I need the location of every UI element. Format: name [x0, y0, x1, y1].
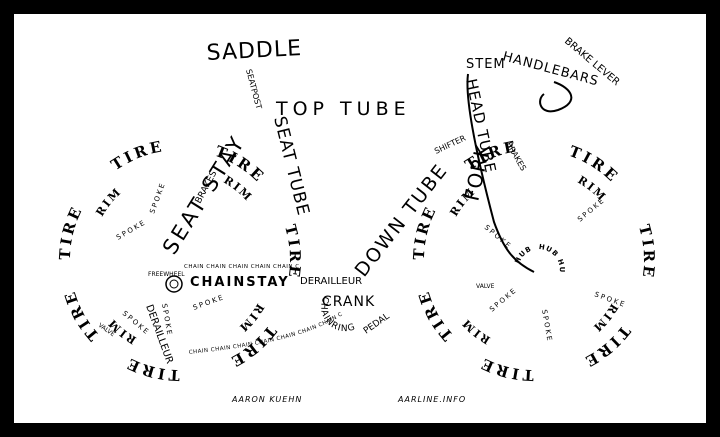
- rear-spoke-label-2: SPOKE: [148, 181, 167, 215]
- rear-tire-text-2: TIRE: [108, 137, 166, 174]
- rear-tire-text-4: TIRE: [281, 223, 304, 281]
- pedal-label: PEDAL: [362, 312, 392, 337]
- crank-label: CRANK: [322, 294, 375, 310]
- chain-link-8: CHAIN: [189, 348, 209, 356]
- rear-tire-ring: TIRE: [56, 202, 84, 260]
- chainstay-label: CHAINSTAY: [190, 275, 290, 290]
- rear-tire-ring-7: TIRE: [60, 287, 99, 344]
- front-tire-ring-3: TIRE: [567, 142, 620, 186]
- front-rim-text-4: RIM: [459, 316, 493, 347]
- stem-label: STEM: [466, 57, 506, 72]
- cog-inner-icon: [169, 279, 179, 289]
- chain-link-7: CHAIN: [14, 14, 16, 16]
- seat-tube-label: SEAT TUBE: [269, 114, 313, 218]
- rear-spoke-label: SPOKE: [115, 218, 148, 242]
- front-tire-ring-6: TIRE: [476, 354, 531, 385]
- front-spoke-label-5: SPOKE: [540, 309, 554, 343]
- seatpost-label: SEATPOST: [244, 68, 263, 110]
- rear-rim-ring: RIM: [93, 185, 122, 219]
- chain-link-3: CHAIN: [229, 264, 249, 270]
- bike-anatomy-poster: TIRE TIRE TIRE TIRE TIRE TIRE TIRE RIM R…: [14, 14, 706, 423]
- rear-tire-ring-2: TIRE: [108, 137, 163, 174]
- hub-ring: HUB: [513, 245, 532, 265]
- credit-artist: AARON KUEHN: [232, 395, 303, 404]
- front-rim-ring-4: RIM: [459, 316, 491, 347]
- handlebar-drop-icon: [539, 81, 573, 113]
- front-tire-text-7: TIRE: [414, 287, 456, 344]
- chain-link-10: CHAIN: [233, 341, 254, 350]
- front-spoke-label: SPOKE: [576, 196, 607, 223]
- front-tire-text-5: TIRE: [580, 322, 634, 371]
- chain-link-5: CHAIN: [273, 264, 293, 270]
- credit-website: AARLINE.INFO: [398, 395, 467, 404]
- top-tube-label: TOP TUBE: [275, 98, 411, 120]
- rear-tire-ring-4: TIRE: [281, 223, 301, 281]
- front-tire-ring-7: TIRE: [414, 287, 453, 344]
- hub-text-2: HUB: [538, 243, 560, 259]
- front-tire-text-4: TIRE: [635, 223, 658, 281]
- chain-link-13: CHAIN: [297, 324, 318, 336]
- chain-link-4: CHAIN: [251, 264, 271, 270]
- rear-rim-text: RIM: [93, 185, 124, 219]
- front-tire-ring-5: TIRE: [580, 322, 631, 371]
- chain-link-11: CHAIN: [254, 337, 275, 347]
- saddle-label: SADDLE: [206, 36, 303, 66]
- front-derailleur-label: DERAILLEUR: [300, 276, 362, 287]
- freewheel-label: FREEWHEEL: [148, 271, 185, 278]
- front-tire-ring-4: TIRE: [635, 223, 655, 281]
- fork-line-icon: [466, 73, 535, 273]
- bicycle-typography-art: TIRE TIRE TIRE TIRE TIRE TIRE TIRE RIM R…: [14, 14, 658, 385]
- rear-tire-text: TIRE: [56, 202, 87, 260]
- down-tube-label: DOWN TUBE: [351, 159, 453, 281]
- chain-link-9: CHAIN: [211, 345, 232, 354]
- rear-wheel: TIRE TIRE TIRE TIRE TIRE TIRE TIRE RIM R…: [56, 137, 304, 384]
- front-spoke-label-2: SPOKE: [483, 223, 514, 250]
- cog-icon: [165, 275, 183, 293]
- front-tire-text-3: TIRE: [567, 142, 623, 186]
- front-valve-label: VALVE: [476, 283, 495, 290]
- front-tire-text-6: TIRE: [476, 354, 534, 385]
- chain-link-12: CHAIN: [276, 331, 297, 342]
- chain-link-2: CHAIN: [206, 264, 226, 270]
- shifter-label: SHIFTER: [433, 133, 467, 155]
- rear-tire-text-7: TIRE: [60, 287, 102, 344]
- chain-link-1: CHAIN: [184, 264, 204, 270]
- front-spoke-label-4: SPOKE: [488, 286, 519, 313]
- hub-text: HUB: [513, 245, 533, 265]
- rear-spoke-label-3: SPOKE: [192, 293, 226, 312]
- hub-ring-2: HUB: [538, 243, 559, 259]
